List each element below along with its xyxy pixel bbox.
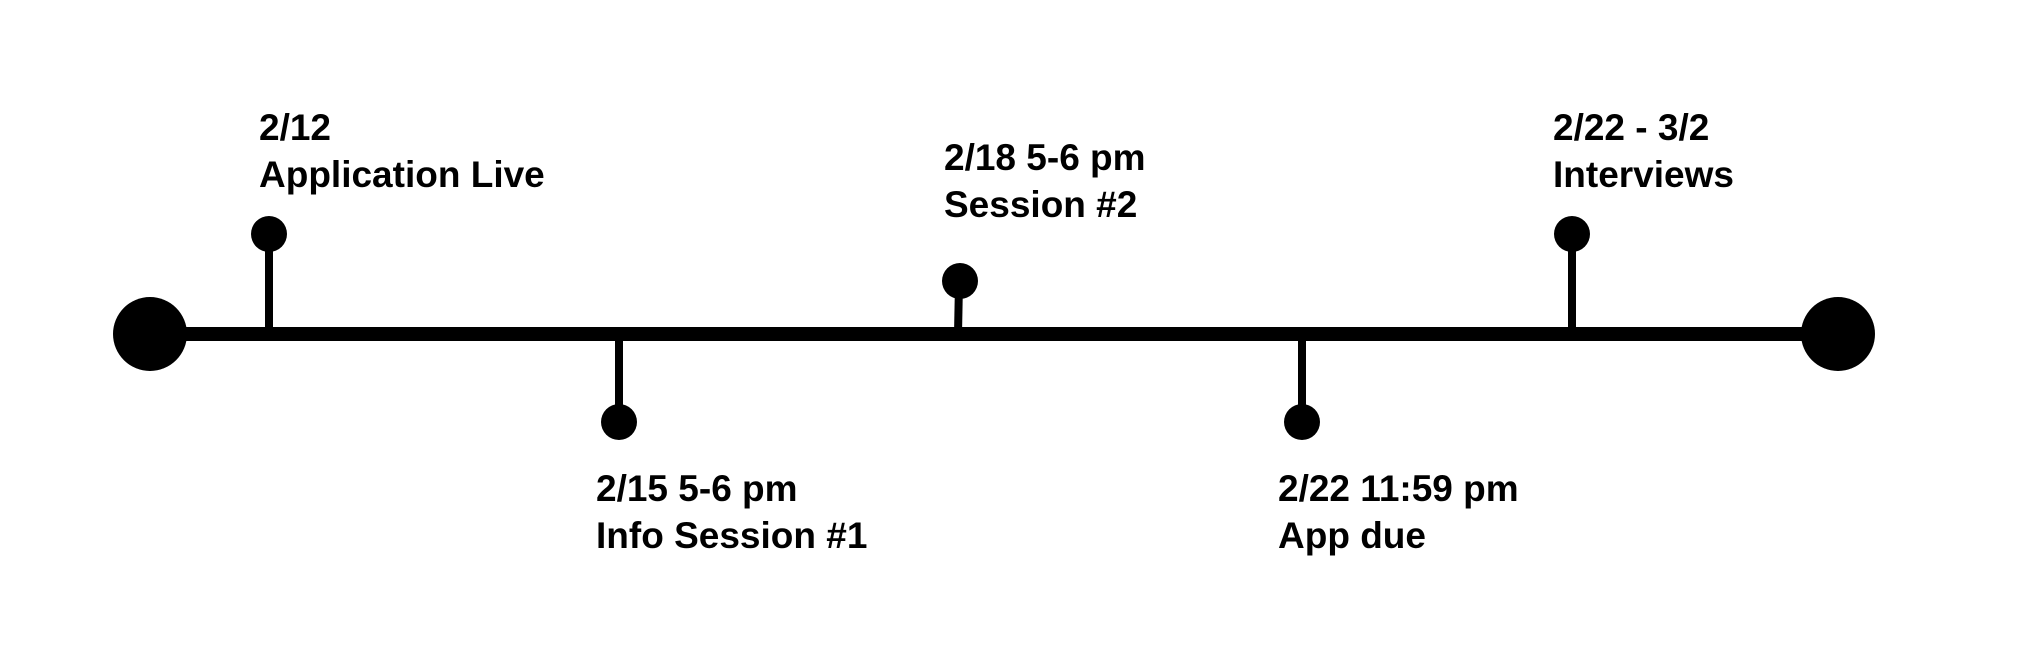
timeline-start-cap bbox=[113, 297, 187, 371]
event-marker-session-2 bbox=[942, 263, 978, 299]
event-label-session-2: 2/18 5-6 pm Session #2 bbox=[944, 134, 1146, 228]
event-label-app-due: 2/22 11:59 pm App due bbox=[1278, 465, 1519, 559]
event-title: Interviews bbox=[1553, 154, 1734, 195]
event-date: 2/22 11:59 pm bbox=[1278, 468, 1519, 509]
event-marker-interviews bbox=[1554, 216, 1590, 252]
event-date: 2/12 bbox=[259, 107, 332, 148]
event-marker-info-session-1 bbox=[601, 404, 637, 440]
event-title: Info Session #1 bbox=[596, 515, 868, 556]
event-title: Application Live bbox=[259, 154, 545, 195]
event-date: 2/18 5-6 pm bbox=[944, 137, 1146, 178]
event-marker-app-due bbox=[1284, 404, 1320, 440]
event-date: 2/22 - 3/2 bbox=[1553, 107, 1710, 148]
event-label-interviews: 2/22 - 3/2 Interviews bbox=[1553, 104, 1734, 198]
event-date: 2/15 5-6 pm bbox=[596, 468, 798, 509]
event-label-application-live: 2/12 Application Live bbox=[259, 104, 545, 198]
event-title: App due bbox=[1278, 515, 1426, 556]
event-marker-application-live bbox=[251, 216, 287, 252]
event-title: Session #2 bbox=[944, 184, 1138, 225]
timeline-end-cap bbox=[1801, 297, 1875, 371]
event-label-info-session-1: 2/15 5-6 pm Info Session #1 bbox=[596, 465, 867, 559]
